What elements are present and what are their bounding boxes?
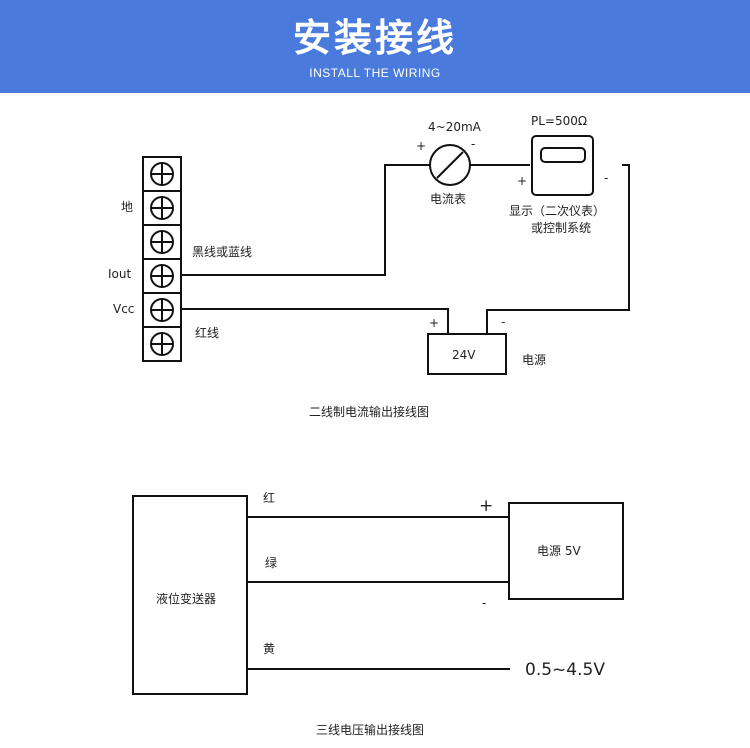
two-wire-diagram: 地 Iout Vcc 黑线或蓝线 红线 4~20mA + - 电流表 PL=50… xyxy=(108,114,630,419)
display-label-line2: 或控制系统 xyxy=(531,221,591,235)
terminal-label-iout: Iout xyxy=(108,267,131,281)
terminal-label-ground: 地 xyxy=(121,200,133,214)
power-5v-plus: + xyxy=(479,496,493,516)
power-minus: - xyxy=(501,315,505,329)
wire-label-red: 红线 xyxy=(195,325,219,340)
ammeter-range: 4~20mA xyxy=(428,120,482,134)
wire-label-black-or-blue: 黑线或蓝线 xyxy=(192,245,252,259)
terminal-cell xyxy=(142,190,182,226)
terminal-screw-icon xyxy=(150,230,174,254)
terminal-screw-icon xyxy=(150,298,174,322)
power-supply-24v xyxy=(427,333,507,375)
three-wire-diagram: 液位变送器 红 绿 黄 电源 5V + - 0.5~4.5V 三线电压输出接线图 xyxy=(132,490,624,737)
terminal-cell xyxy=(142,224,182,260)
terminal-cell xyxy=(142,258,182,294)
two-wire-caption: 二线制电流输出接线图 xyxy=(309,404,429,419)
power-5v-label: 电源 5V xyxy=(537,544,581,558)
terminal-cell xyxy=(142,326,182,362)
header-subtitle: INSTALL THE WIRING xyxy=(309,66,441,80)
terminal-screw-icon xyxy=(150,196,174,220)
power-label: 电源 xyxy=(522,353,546,367)
header-banner: 安装接线 INSTALL THE WIRING xyxy=(0,0,750,93)
ammeter-label: 电流表 xyxy=(430,192,466,206)
display-instrument-icon xyxy=(531,135,594,196)
wire-label-yellow: 黄 xyxy=(263,642,275,656)
ammeter-minus: - xyxy=(471,137,475,151)
display-load: PL=500Ω xyxy=(531,114,587,128)
power-voltage: 24V xyxy=(452,348,476,362)
terminal-screw-icon xyxy=(150,264,174,288)
terminal-cell xyxy=(142,156,182,192)
display-plus: + xyxy=(517,174,527,188)
wire-label-red: 红 xyxy=(263,490,275,505)
ammeter-icon xyxy=(429,144,471,186)
iout-wire xyxy=(181,164,430,276)
power-5v-minus: - xyxy=(482,596,486,610)
power-plus: + xyxy=(429,316,439,330)
display-label-line1: 显示（二次仪表） xyxy=(509,204,605,218)
three-wire-caption: 三线电压输出接线图 xyxy=(316,722,424,737)
vcc-wire xyxy=(181,308,449,333)
terminal-screw-icon xyxy=(150,332,174,356)
wire-label-green: 绿 xyxy=(265,555,277,570)
header-title: 安装接线 xyxy=(292,16,457,60)
transmitter-label: 液位变送器 xyxy=(156,591,216,606)
display-to-power-wire xyxy=(486,164,630,333)
display-minus: - xyxy=(604,171,608,185)
transmitter-box xyxy=(132,495,248,695)
power-supply-5v xyxy=(508,502,624,600)
terminal-block xyxy=(142,156,182,362)
output-range: 0.5~4.5V xyxy=(525,660,605,680)
terminal-label-vcc: Vcc xyxy=(113,302,134,316)
terminal-cell xyxy=(142,292,182,328)
terminal-screw-icon xyxy=(150,162,174,186)
ammeter-plus: + xyxy=(416,139,426,153)
